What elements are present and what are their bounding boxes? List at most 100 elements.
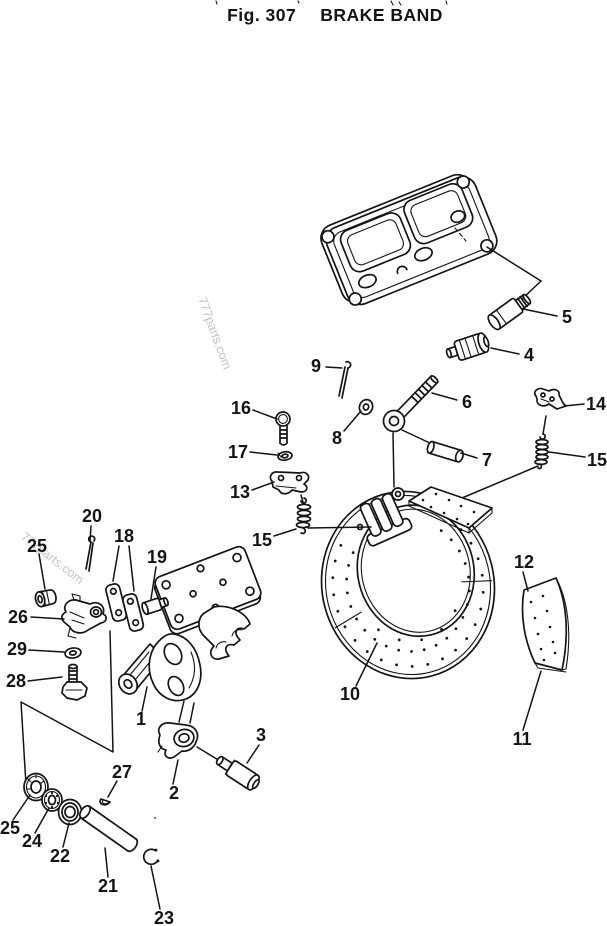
callout-label-29: 29 (7, 639, 27, 659)
callout-leader-1 (141, 686, 148, 712)
part-18-plates (105, 583, 145, 632)
band-rivet-hole (377, 628, 380, 632)
callout-label-8: 8 (332, 428, 342, 448)
band-rivet-hole (333, 559, 337, 563)
band-rivet-hole (445, 636, 449, 640)
band-rivet-hole (397, 638, 401, 642)
cropped-text-remnants (215, 0, 448, 6)
callout-leader-7 (460, 452, 478, 459)
part-6-eye-rod (382, 374, 439, 488)
band-rivet-hole (439, 529, 443, 533)
band-rivet-hole (373, 637, 377, 641)
band-rivet-hole (397, 648, 401, 652)
band-rivet-hole (479, 607, 483, 611)
assembly-line-rod-to-pin7 (401, 429, 433, 445)
callout-leader-24 (34, 807, 50, 834)
callout-label-14: 14 (586, 394, 606, 414)
callout-label-18: 18 (114, 526, 134, 546)
callout-leader-25 (38, 553, 46, 590)
band-rivet-hole (449, 538, 453, 542)
band-rivet-hole (454, 627, 458, 631)
band-rivet-hole (480, 573, 484, 577)
part-25-bushing-upper (34, 589, 57, 608)
band-rivet-hole (346, 591, 349, 595)
part-15-spring-left (295, 497, 312, 535)
callout-label-1: 1 (136, 709, 146, 729)
part-8-washer (358, 398, 374, 416)
band-rivet-hole (481, 590, 485, 594)
part-19-pin (141, 597, 169, 616)
callout-leader-27 (107, 780, 118, 798)
band-rivet-hole (426, 662, 430, 666)
band-rivet-hole (465, 637, 469, 640)
stray-dot (154, 817, 156, 819)
mounting-plate (153, 545, 262, 635)
callout-leader-18 (112, 545, 120, 582)
callout-label-13: 13 (230, 482, 250, 502)
callout-leader-19 (150, 566, 157, 600)
callout-leader-20 (89, 525, 92, 542)
part-2-cam (157, 722, 221, 762)
callout-leader-5 (522, 308, 558, 317)
callout-leader-15 (307, 526, 372, 529)
assembly-line-rod-to-band (392, 432, 395, 488)
callout-leader-23 (150, 865, 161, 910)
part-29-washer (64, 647, 82, 659)
callout-leader-3 (246, 744, 260, 764)
part-22-ring (57, 798, 83, 826)
callout-leader-29 (28, 649, 65, 653)
part-7-pin (426, 440, 465, 463)
callout-leader-11 (522, 670, 542, 731)
part-9-cotter-pin (338, 360, 352, 399)
callout-label-15: 15 (252, 530, 272, 550)
band-rivet-hole (420, 638, 424, 642)
band-rivet-hole (469, 541, 473, 545)
part-27-clip (99, 798, 111, 806)
band-rivet-hole (463, 562, 467, 565)
callout-leader-12 (522, 571, 529, 592)
callout-label-10: 10 (340, 684, 360, 704)
part-26-yoke (60, 593, 107, 639)
callout-label-21: 21 (98, 876, 118, 896)
band-rivet-hole (461, 615, 465, 619)
band-rivet-hole (410, 650, 413, 653)
band-rivet-hole (332, 593, 336, 597)
callout-leader-26 (30, 616, 65, 620)
band-finger-bracket (356, 487, 413, 547)
assembly-line-plate-to-5 (486, 246, 543, 300)
figure-number: Fig. 307 (227, 5, 296, 25)
callout-label-4: 4 (524, 345, 534, 365)
band-rivet-hole (453, 609, 457, 613)
band-rivet-hole (434, 643, 438, 647)
callout-label-19: 19 (147, 547, 167, 567)
watermark-text: 777parts.com (195, 295, 234, 371)
band-rivet-hole (467, 575, 470, 579)
callout-label-3: 3 (256, 725, 266, 745)
part-23-snap-ring (142, 848, 160, 866)
callout-label-9: 9 (311, 356, 321, 376)
band-rivet-hole (466, 603, 469, 607)
band-rivet-hole (384, 644, 388, 648)
band-rivet-hole (343, 625, 347, 629)
callout-label-23: 23 (154, 908, 174, 926)
callout-leader-6 (431, 392, 458, 401)
band-rivet-hole (457, 549, 461, 553)
callout-label-15: 15 (587, 450, 607, 470)
callout-label-6: 6 (462, 392, 472, 412)
centerline-dashed (454, 227, 467, 242)
band-rivet-hole (331, 576, 335, 580)
band-rivet-hole (355, 617, 359, 621)
part-cover-plate (320, 173, 543, 306)
claw-bracket (198, 605, 251, 660)
band-rivet-hole (349, 605, 353, 608)
band-rivet-hole (395, 663, 398, 667)
callout-label-25: 25 (27, 536, 47, 556)
callout-leader-14 (563, 403, 585, 407)
callout-leader-2 (172, 759, 179, 785)
band-rivet-hole (365, 650, 369, 653)
callout-leader-21 (104, 847, 109, 878)
callout-label-25: 25 (0, 818, 20, 838)
band-rivet-hole (353, 638, 357, 642)
part-3-pin (215, 755, 260, 791)
